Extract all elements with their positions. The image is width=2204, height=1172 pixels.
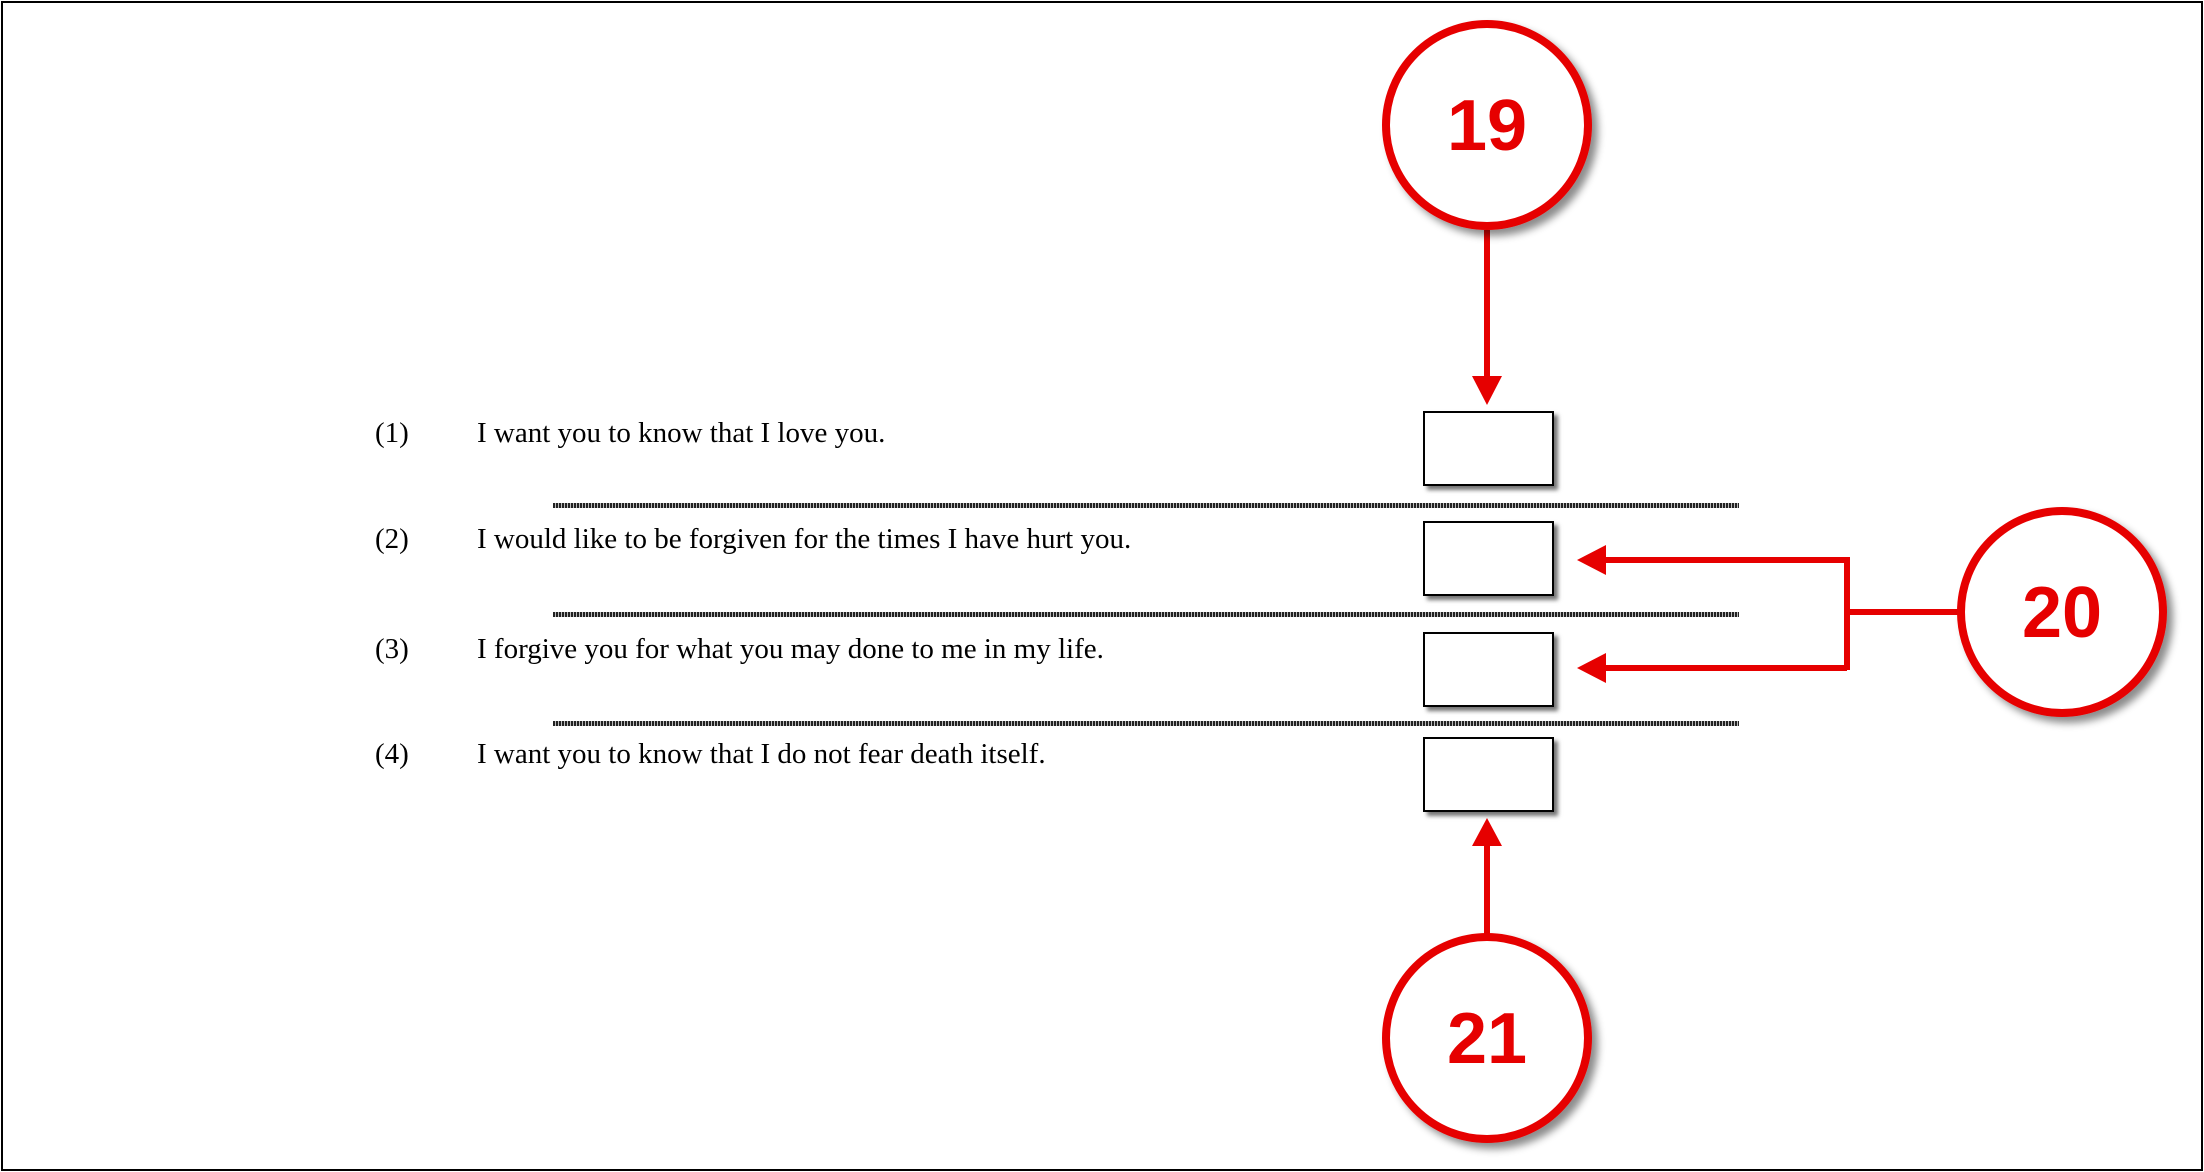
- item-statement: I want you to know that I love you.: [477, 417, 886, 449]
- checkbox-item-3[interactable]: [1423, 632, 1554, 707]
- item-number: (1): [375, 417, 409, 449]
- separator-line: [553, 721, 1739, 726]
- callout-20-badge: 20: [1957, 507, 2167, 717]
- callout-21-badge: 21: [1382, 933, 1592, 1143]
- checkbox-item-1[interactable]: [1423, 411, 1554, 486]
- separator-line: [553, 612, 1739, 617]
- callout-19-arrow: [1472, 230, 1502, 405]
- item-statement: I forgive you for what you may done to m…: [477, 633, 1104, 665]
- separator-line: [553, 503, 1739, 508]
- checkbox-item-4[interactable]: [1423, 737, 1554, 812]
- item-number: (2): [375, 523, 409, 555]
- callout-21-arrow: [1472, 818, 1502, 935]
- item-number: (3): [375, 633, 409, 665]
- item-number: (4): [375, 738, 409, 770]
- callout-20-arrow: [1577, 545, 1958, 683]
- item-statement: I want you to know that I do not fear de…: [477, 738, 1046, 770]
- checkbox-item-2[interactable]: [1423, 521, 1554, 596]
- callout-19-badge: 19: [1382, 20, 1592, 230]
- callout-20-label: 20: [2022, 573, 2102, 653]
- callout-21-label: 21: [1447, 999, 1527, 1079]
- callout-19-label: 19: [1447, 86, 1527, 166]
- item-statement: I would like to be forgiven for the time…: [477, 523, 1132, 555]
